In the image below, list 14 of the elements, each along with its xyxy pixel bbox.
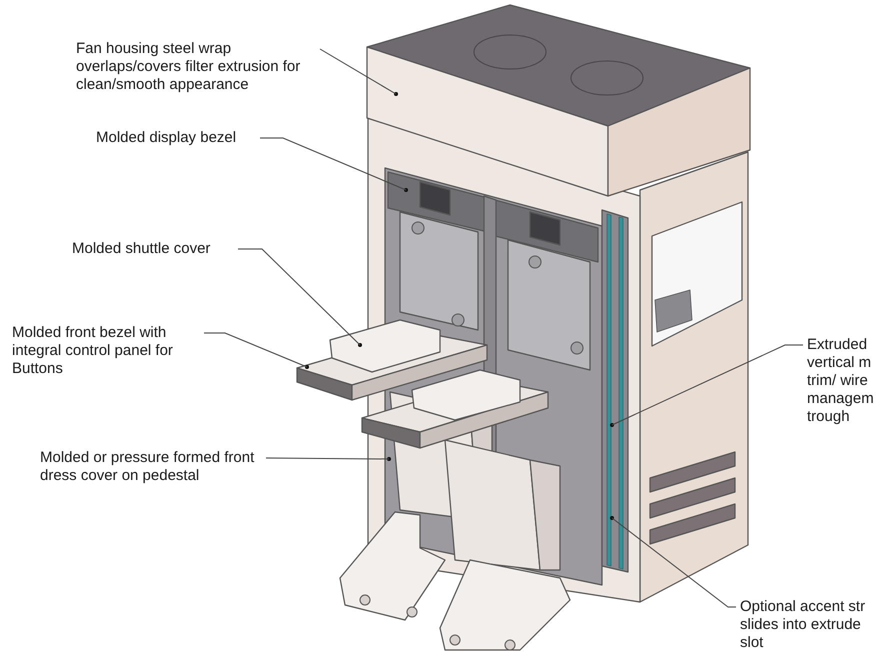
leader-line	[320, 48, 396, 94]
leader-line	[238, 248, 360, 346]
callout-text: Molded or pressure formed front dress cover on pedestal	[40, 449, 256, 485]
callout-text: Extruded vertical m trim/ wire managem trough	[807, 336, 875, 426]
leader-line	[612, 344, 804, 426]
callout-text: Fan housing steel wrap overlaps/covers filter extrusion for clean/smooth appearance	[76, 40, 302, 94]
leader-line	[204, 332, 308, 368]
callout-text: Molded front bezel with integral control panel for Buttons	[12, 324, 174, 378]
callout-text: Optional accent str slides into extrude slot	[740, 598, 866, 652]
callout-text: Molded shuttle cover	[72, 240, 212, 258]
leader-line	[266, 458, 390, 460]
leader-line	[612, 518, 736, 608]
callout-text: Molded display bezel	[96, 129, 238, 147]
leader-line	[260, 138, 406, 190]
